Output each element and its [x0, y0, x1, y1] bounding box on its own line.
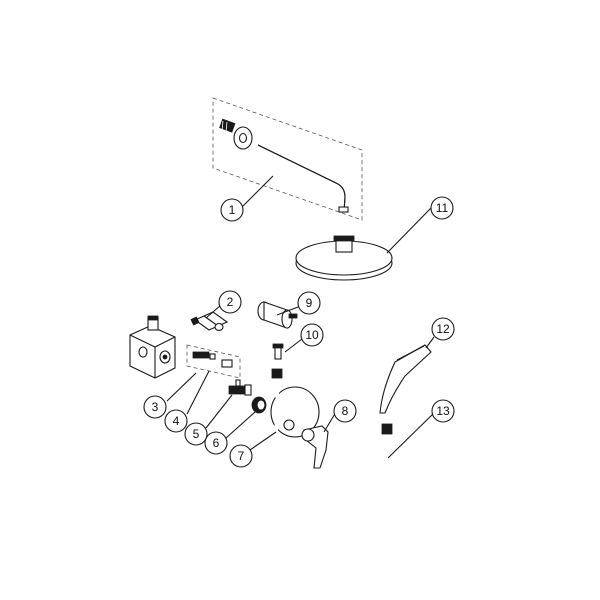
- hand-shower: [379, 344, 432, 414]
- callout-4: 4: [164, 409, 188, 433]
- callout-6: 6: [204, 431, 228, 455]
- callout-6-label: 6: [213, 436, 220, 450]
- round-shower-head: [295, 235, 393, 281]
- leader-7: [249, 431, 277, 451]
- lever-handle: [301, 425, 329, 469]
- callout-5: 5: [184, 422, 208, 446]
- callout-7-label: 7: [238, 449, 245, 463]
- callout-12-label: 12: [436, 322, 450, 336]
- leader-2: [205, 304, 222, 319]
- shower-arm-pipe: [257, 144, 349, 213]
- leader-4: [186, 370, 210, 415]
- callout-2-label: 2: [227, 295, 234, 309]
- callout-13: 13: [431, 399, 455, 423]
- callout-3-label: 3: [152, 400, 159, 414]
- hose-nipple: [272, 343, 284, 360]
- wall-escutcheon: [270, 386, 320, 438]
- shower-arm-kit: [212, 97, 363, 221]
- cartridge-nut: [251, 396, 267, 414]
- callout-11: 11: [430, 196, 454, 220]
- callout-8: 8: [333, 399, 357, 423]
- wall-outlet: [257, 301, 298, 329]
- callout-1-label: 1: [229, 203, 236, 217]
- leader-lines: [166, 175, 435, 459]
- leader-11: [386, 207, 432, 254]
- leader-5: [205, 394, 233, 429]
- callout-9-label: 9: [306, 296, 313, 310]
- mixer-valve-body: [129, 315, 176, 379]
- arm-screw: [219, 118, 236, 133]
- callout-11-label: 11: [436, 201, 449, 215]
- callout-4-label: 4: [173, 414, 180, 428]
- callout-5-label: 5: [193, 427, 200, 441]
- callout-2: 2: [218, 290, 242, 314]
- callout-10-label: 10: [305, 328, 319, 342]
- arm-wall-flange: [233, 126, 253, 150]
- callout-7: 7: [229, 444, 253, 468]
- callout-12: 12: [431, 317, 455, 341]
- leader-6: [225, 411, 256, 439]
- leader-3: [166, 372, 197, 402]
- callout-3: 3: [143, 395, 167, 419]
- diverter-kit: [186, 344, 241, 379]
- leader-1: [240, 175, 274, 209]
- leader-12: [425, 336, 435, 349]
- callout-9: 9: [297, 291, 321, 315]
- extension-tube: [190, 311, 229, 332]
- diverter-dashed-outline: [186, 344, 241, 379]
- callout-13-label: 13: [436, 404, 450, 418]
- kit-dashed-outline: [212, 97, 363, 221]
- callout-10: 10: [300, 323, 324, 347]
- cartridge: [228, 379, 252, 396]
- shower-hose: [271, 368, 393, 496]
- leader-8: [323, 411, 337, 433]
- leader-10: [284, 338, 303, 353]
- leader-13: [387, 412, 435, 459]
- leader-9: [276, 306, 299, 316]
- callout-8-label: 8: [342, 404, 349, 418]
- callout-1: 1: [220, 198, 244, 222]
